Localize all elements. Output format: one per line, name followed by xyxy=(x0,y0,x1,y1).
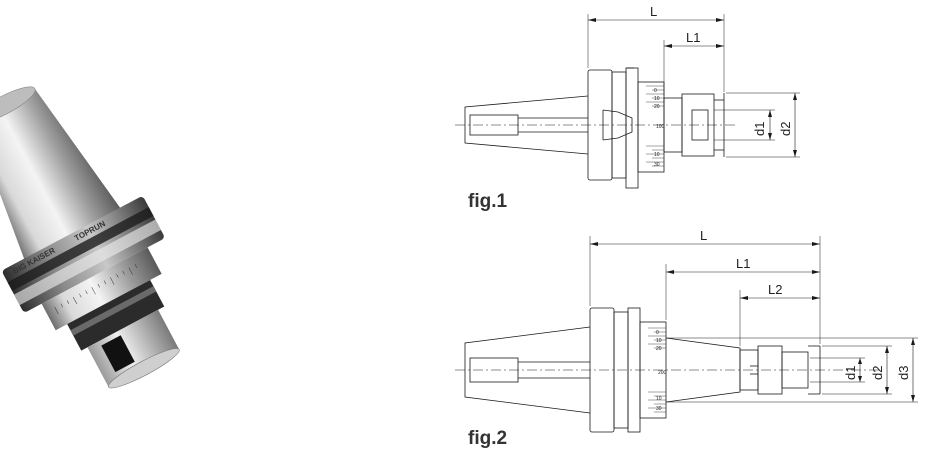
taper-top xyxy=(0,86,36,124)
adjusting-ring xyxy=(41,247,162,331)
svg-text:0: 0 xyxy=(654,88,657,94)
fig2-taper xyxy=(464,326,591,414)
fig2-d1-label: d1 xyxy=(843,366,858,380)
fig1-dim-d1 xyxy=(768,110,772,140)
svg-text:10: 10 xyxy=(654,152,660,158)
svg-text:10: 10 xyxy=(654,96,660,102)
fig2-label: fig.2 xyxy=(468,428,507,449)
fig2-d3-label: d3 xyxy=(896,366,911,380)
svg-text:10: 10 xyxy=(656,396,662,402)
fig2-dim-L xyxy=(590,242,820,246)
svg-text:0: 0 xyxy=(656,330,659,336)
svg-text:30: 30 xyxy=(654,162,660,168)
fig2-scale-ring xyxy=(639,321,667,419)
fig2-d2-label: d2 xyxy=(870,366,885,380)
fig2-L2-label: L2 xyxy=(768,282,782,297)
fig1-drawing: 0 10 20 100 10 30 xyxy=(455,14,800,189)
fig1-L-label: L xyxy=(650,4,657,19)
fig2-dim-d1 xyxy=(858,358,862,382)
svg-text:30: 30 xyxy=(656,406,662,412)
fig1-dim-L1 xyxy=(664,44,724,48)
svg-text:100: 100 xyxy=(656,124,665,130)
tool-holder-photo: BIG KAISER TOPRUN xyxy=(0,86,180,389)
svg-text:200: 200 xyxy=(658,370,667,376)
fig2-dim-L1 xyxy=(666,270,820,274)
fig1-d1-label: d1 xyxy=(752,122,767,136)
fig2-L1-label: L1 xyxy=(736,256,750,271)
fig1-taper xyxy=(464,95,589,155)
collet-nut xyxy=(87,309,180,388)
svg-text:10: 10 xyxy=(656,338,662,344)
fig2-drawing: 0 10 20 200 10 30 xyxy=(455,236,918,433)
fig1-L1-label: L1 xyxy=(686,30,700,45)
fig1-d2-label: d2 xyxy=(778,122,793,136)
fig2-dim-d2 xyxy=(885,346,889,394)
fig2-dim-d3 xyxy=(911,338,915,402)
fig1-dim-L xyxy=(588,18,724,22)
fig2-L-label: L xyxy=(700,228,707,243)
fig2-dim-L2 xyxy=(740,296,820,300)
fig1-label: fig.1 xyxy=(468,191,507,212)
taper-cone xyxy=(0,88,123,264)
svg-text:20: 20 xyxy=(654,104,660,110)
fig1-dim-d2 xyxy=(793,93,797,157)
svg-text:20: 20 xyxy=(656,346,662,352)
